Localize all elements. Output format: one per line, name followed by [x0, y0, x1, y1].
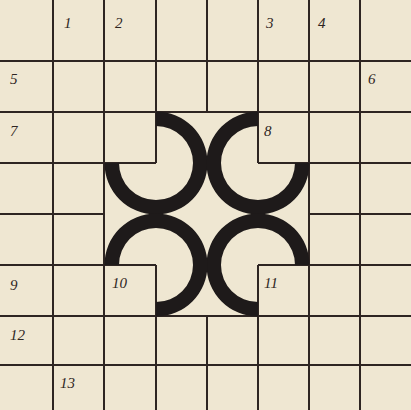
ornament-arc	[207, 214, 310, 317]
grid-line	[155, 0, 157, 163]
grid-line	[0, 364, 411, 366]
clue-number: 13	[60, 376, 75, 391]
grid-line	[155, 265, 157, 410]
ornament-arc	[207, 112, 310, 215]
clue-number: 2	[115, 16, 123, 31]
grid-line	[206, 316, 208, 410]
grid-line	[0, 213, 104, 215]
grid-line	[257, 0, 259, 163]
grid-line	[0, 162, 156, 164]
clue-number: 9	[10, 278, 18, 293]
clue-number: 8	[264, 124, 272, 139]
grid-line	[206, 0, 208, 112]
clue-number: 4	[318, 16, 326, 31]
ornament-arc	[105, 112, 208, 215]
grid-line	[309, 213, 411, 215]
clue-number: 1	[64, 16, 72, 31]
grid-line	[258, 264, 411, 266]
clue-number: 6	[368, 72, 376, 87]
grid-line	[0, 264, 156, 266]
clue-number: 3	[266, 16, 274, 31]
center-ground	[104, 112, 309, 316]
grid-line	[257, 265, 259, 410]
clue-number: 7	[10, 124, 18, 139]
ornament-arc	[105, 214, 208, 317]
grid-line	[0, 60, 411, 62]
grid-line	[258, 162, 411, 164]
clue-number: 11	[264, 276, 278, 291]
grid-line	[0, 315, 411, 317]
grid-line	[0, 111, 411, 113]
clue-number: 5	[10, 72, 18, 87]
clue-number: 12	[10, 328, 25, 343]
clue-number: 10	[112, 276, 127, 291]
